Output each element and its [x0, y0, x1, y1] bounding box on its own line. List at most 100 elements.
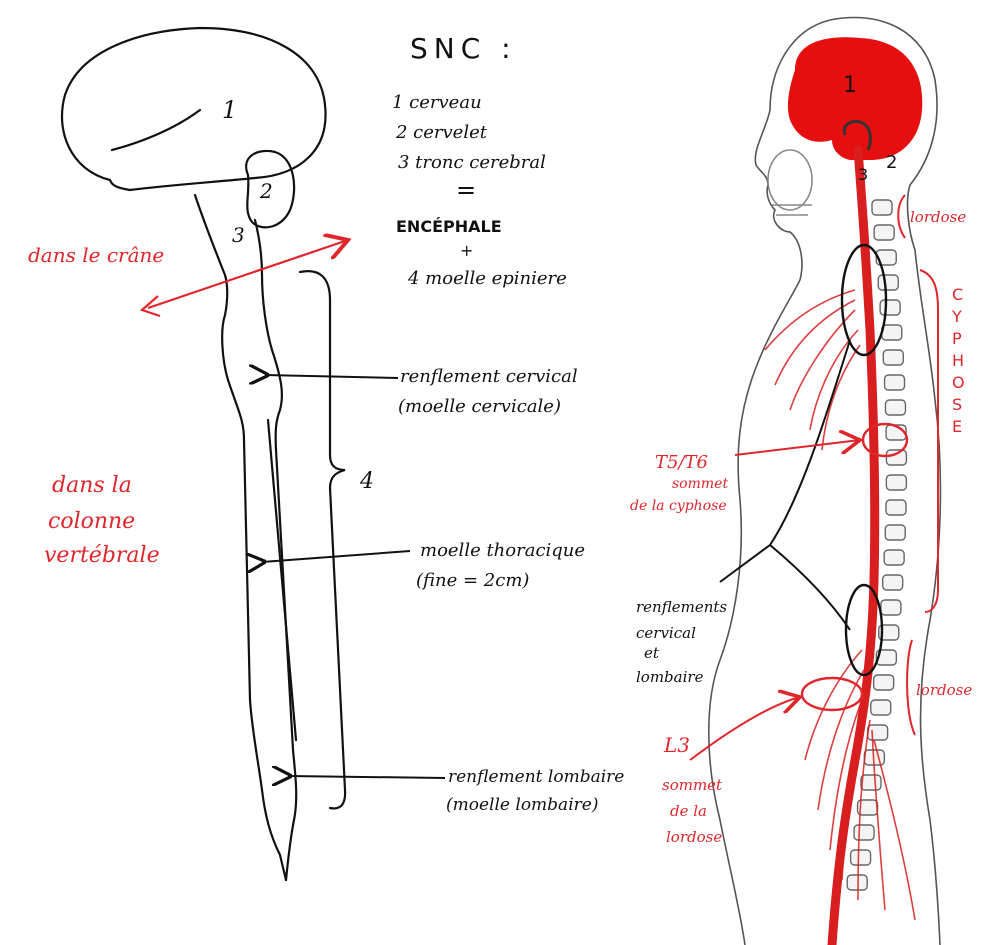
vertebra	[870, 699, 892, 716]
vertebra	[881, 324, 903, 341]
renflement-cervical-outline	[840, 243, 888, 357]
cyphose-letter: E	[952, 417, 962, 436]
cerebellum-number: 2	[259, 179, 273, 203]
brainstem-red	[842, 120, 872, 151]
t5-t6-arrow	[734, 440, 860, 456]
fine-2cm-label: (fine = 2cm)	[416, 570, 529, 591]
l3-sommet-label: sommet	[662, 776, 723, 794]
vertebra	[872, 674, 895, 691]
legend-item-1: 1 cerveau	[392, 92, 482, 113]
colonne-label-2: colonne	[48, 509, 135, 534]
renflements-label-1: renflements	[636, 598, 727, 616]
vertebra	[849, 849, 872, 866]
legend-plus: +	[460, 241, 473, 260]
moelle-thoracique-label: moelle thoracique	[420, 540, 585, 561]
brain-number: 1	[222, 96, 237, 124]
arrow-moelle-thoracique	[262, 550, 411, 562]
vertebra	[885, 474, 908, 491]
moelle-lombaire-label: (moelle lombaire)	[446, 795, 598, 815]
vertebra	[884, 524, 906, 541]
back-of-head	[829, 16, 938, 251]
cyphose-letter: S	[952, 395, 962, 414]
vertebra	[860, 774, 882, 791]
back-outline	[914, 249, 942, 945]
vertebra	[866, 724, 889, 741]
vertebra	[883, 374, 906, 391]
right-brainstem-number: 3	[858, 165, 868, 184]
sommet-label-1: sommet	[672, 476, 728, 492]
arrow-renflement-cervical	[265, 375, 399, 378]
front-torso	[708, 279, 801, 945]
vertebra	[879, 299, 901, 316]
legend-title: SNC :	[410, 32, 517, 65]
brace-4	[298, 270, 347, 810]
de-la-cyphose-label: de la cyphose	[630, 498, 727, 514]
brainstem-right	[253, 218, 264, 277]
arrow-renflement-lombaire	[288, 776, 446, 778]
lordose-top-bracket	[897, 194, 906, 239]
cord-left-edge	[221, 313, 288, 882]
brain-outline	[60, 26, 327, 192]
left-cns-drawing	[60, 26, 347, 882]
renflements-label-4: lombaire	[636, 668, 704, 686]
cyphose-letter: P	[952, 329, 962, 348]
vertebra	[875, 649, 898, 666]
l3-de-la-label: de la	[670, 802, 707, 820]
cyphose-letter: Y	[951, 307, 962, 326]
vertebra	[853, 824, 875, 841]
vertebra	[875, 249, 897, 266]
spinal-cord-red	[827, 145, 880, 945]
cord-number: 4	[359, 469, 374, 494]
l3-arrow	[689, 697, 800, 761]
vertebra	[871, 199, 893, 216]
colonne-label-3: vertébrale	[44, 543, 160, 568]
cyphose-letter: O	[952, 373, 965, 392]
cyphose-letter: H	[952, 351, 964, 370]
moelle-cervicale-label: (moelle cervicale)	[398, 396, 561, 417]
cerebellum-outline	[245, 149, 296, 229]
right-cerebellum-number: 2	[886, 152, 897, 173]
brainstem-number: 3	[232, 223, 245, 247]
t5-t6-label: T5/T6	[655, 452, 708, 473]
legend-item-3: 3 tronc cerebral	[398, 152, 546, 173]
crane-divider-arrow	[147, 240, 348, 310]
cyphose-letter: C	[952, 285, 963, 304]
cord-right-edge	[260, 273, 298, 882]
l3-circle	[800, 676, 864, 712]
crane-arrow-left-head	[139, 295, 161, 318]
vertebra	[883, 549, 905, 566]
renflement-lombaire-label: renflement lombaire	[448, 767, 624, 787]
right-brain-number: 1	[843, 73, 857, 98]
vertebra	[846, 874, 868, 891]
legend-moelle: 4 moelle epiniere	[407, 268, 567, 289]
brain-red	[787, 37, 923, 160]
vertebra	[877, 274, 899, 291]
vertebra	[884, 399, 907, 416]
legend-encephale: ENCÉPHALE	[396, 217, 502, 236]
renflement-lombaire-outline	[844, 583, 884, 677]
legend-equals: =	[456, 176, 476, 204]
l3-label: L3	[663, 733, 690, 757]
renflements-label-3: et	[644, 644, 660, 662]
vertebra	[882, 349, 904, 366]
lordose-top-label: lordose	[910, 208, 966, 226]
l3-lordose-label: lordose	[666, 828, 722, 846]
legend-item-2: 2 cervelet	[395, 122, 488, 143]
vertebra	[885, 499, 907, 516]
renflements-label-2: cervical	[636, 624, 696, 642]
crane-label: dans le crâne	[28, 243, 164, 267]
vertebra	[873, 224, 895, 241]
cyphose-bracket	[919, 269, 939, 613]
vertebra	[878, 624, 900, 641]
vertebra	[880, 599, 902, 616]
colonne-label-1: dans la	[52, 473, 132, 498]
vertebra	[885, 449, 908, 466]
brainstem-left	[193, 193, 229, 317]
skull-detail	[767, 149, 813, 211]
renflements-connector	[719, 339, 851, 631]
cord-inner-line	[266, 418, 298, 742]
jaw-detail	[772, 204, 812, 216]
brain-fold	[110, 108, 202, 152]
